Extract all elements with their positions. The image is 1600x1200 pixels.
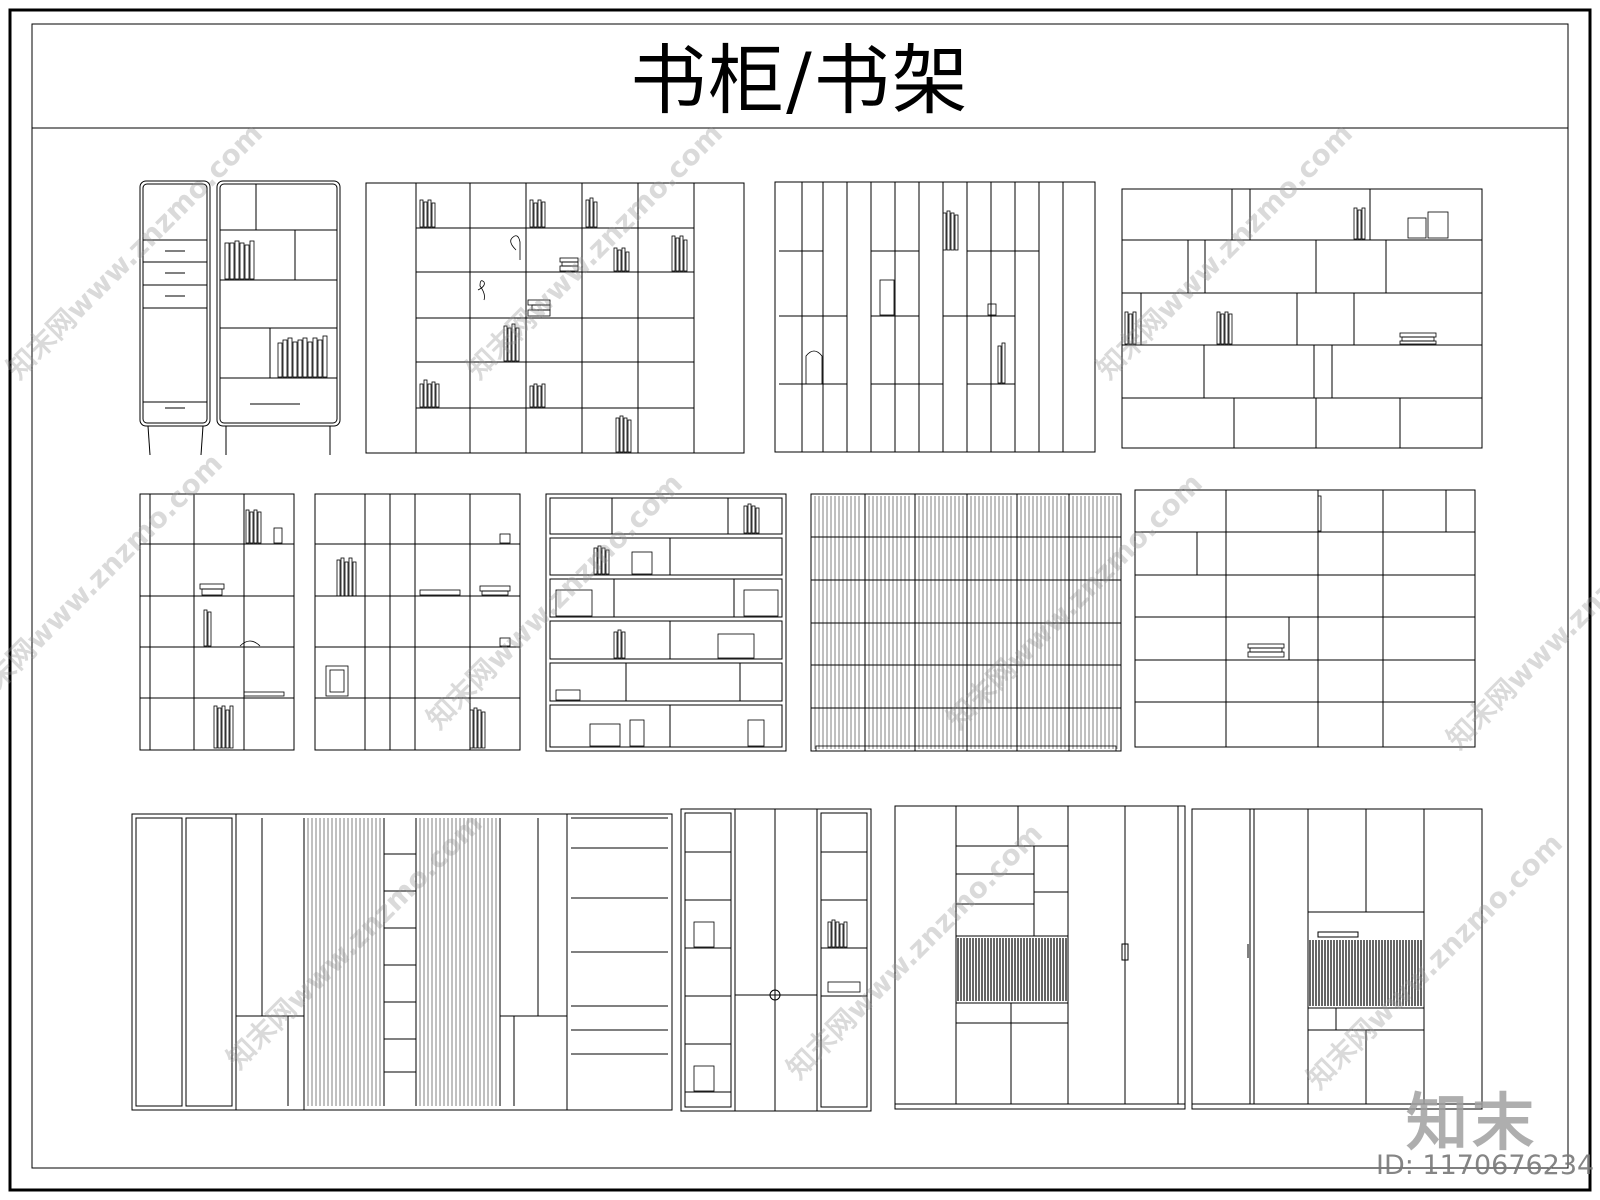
cabinet-5	[139, 493, 295, 751]
cabinet-8	[810, 493, 1122, 752]
inner-frame	[31, 23, 1569, 1169]
outer-frame	[8, 8, 1592, 1192]
cabinet-7	[545, 493, 787, 752]
cabinet-12	[894, 805, 1186, 1110]
cabinet-2	[365, 182, 745, 454]
cabinet-6	[314, 493, 521, 751]
cabinet-13	[1191, 808, 1483, 1110]
cabinet-1	[139, 180, 341, 456]
cabinet-4	[1121, 188, 1483, 449]
id-label: ID: 1170676234	[1376, 1150, 1595, 1181]
cabinet-11	[680, 808, 872, 1112]
cabinet-9	[1134, 489, 1476, 748]
cabinet-3	[774, 181, 1096, 453]
brand-logo: 知末	[1406, 1086, 1539, 1159]
page-title: 书柜/书架	[630, 36, 970, 125]
cabinet-10	[131, 813, 673, 1111]
